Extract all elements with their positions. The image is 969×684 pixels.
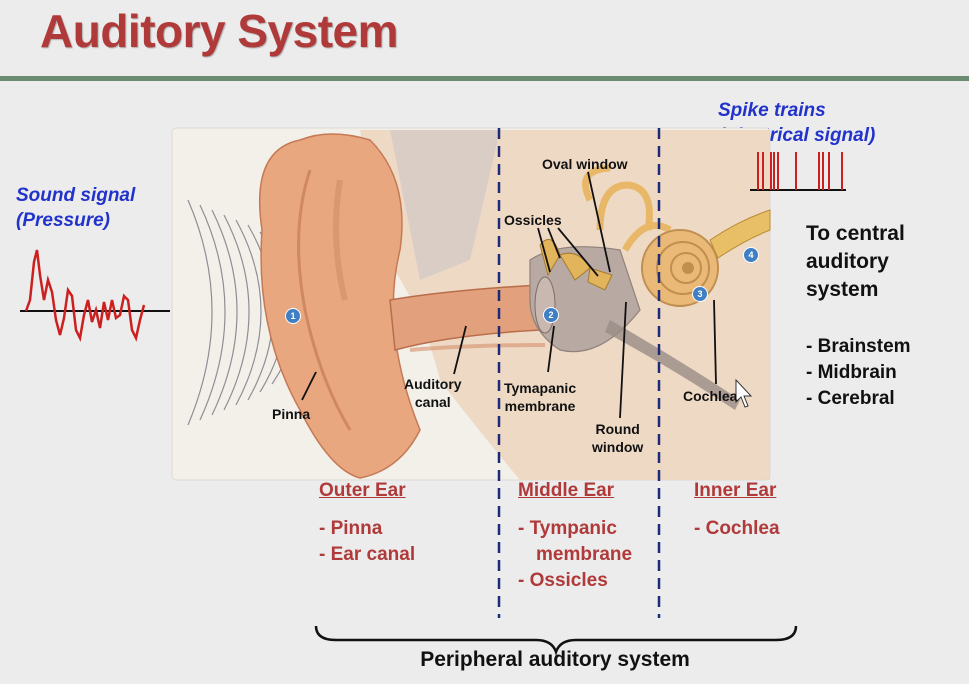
peripheral-bracket: [314, 625, 798, 656]
sound-signal-line2: (Pressure): [16, 210, 110, 231]
inner-ear-item-cochlea: - Cochlea: [694, 518, 780, 539]
label-round-window-line2: window: [592, 439, 644, 455]
peripheral-auditory-label: Peripheral auditory system: [420, 648, 690, 671]
section-outer-ear: Outer Ear - Pinna - Ear canal: [319, 480, 415, 568]
outer-ear-title: Outer Ear: [319, 480, 406, 501]
central-line-3: system: [806, 278, 879, 301]
spike-trains-line1: Spike trains: [718, 100, 826, 121]
middle-ear-item-tympanic: - Tympanic: [518, 518, 617, 539]
section-inner-ear: Inner Ear - Cochlea: [694, 480, 780, 542]
label-oval-window: Oval window: [542, 156, 628, 172]
label-tympanic-membrane: Tymapanic membrane: [504, 379, 576, 415]
badge-4: 4: [743, 247, 759, 263]
badge-1: 1: [285, 308, 301, 324]
section-middle-ear: Middle Ear - Tympanic membrane - Ossicle…: [518, 480, 632, 594]
outer-ear-item-canal: - Ear canal: [319, 544, 416, 565]
label-round-window-line1: Round: [595, 421, 640, 437]
outer-ear-item-pinna: - Pinna: [319, 518, 383, 539]
central-targets-list: - Brainstem - Midbrain - Cerebral: [806, 334, 911, 412]
label-tympanic-line2: membrane: [504, 398, 576, 414]
central-auditory-text: To central auditory system: [806, 220, 905, 304]
label-tympanic-line1: Tymapanic: [504, 380, 577, 396]
middle-ear-title: Middle Ear: [518, 480, 615, 501]
label-auditory-canal-line2: canal: [414, 394, 451, 410]
mouse-cursor: [735, 378, 753, 408]
sound-signal-label: Sound signal (Pressure): [16, 183, 135, 233]
sound-waveform: [24, 249, 146, 342]
central-line-1: To central: [806, 222, 905, 245]
pointer-lines: [301, 171, 717, 419]
central-line-2: auditory: [806, 250, 889, 273]
inner-ear-title: Inner Ear: [694, 480, 777, 501]
label-ossicles: Ossicles: [504, 212, 562, 228]
badge-3: 3: [692, 286, 708, 302]
target-cerebral: - Cerebral: [806, 388, 895, 409]
label-pinna: Pinna: [272, 406, 311, 422]
semicircular-canals: [582, 164, 672, 252]
middle-ear-item-membrane: membrane: [536, 544, 633, 565]
title-divider: [0, 76, 969, 81]
label-round-window: Round window: [592, 420, 643, 456]
target-brainstem: - Brainstem: [806, 336, 911, 357]
label-auditory-canal: Auditory canal: [404, 375, 462, 411]
target-midbrain: - Midbrain: [806, 362, 897, 383]
label-auditory-canal-line1: Auditory: [404, 376, 462, 392]
middle-ear-item-ossicles: - Ossicles: [518, 570, 608, 591]
spike-train: [750, 152, 846, 191]
label-cochlea: Cochlea: [683, 388, 738, 404]
badge-2: 2: [543, 307, 559, 323]
page-title: Auditory System: [40, 5, 399, 57]
sound-signal-line1: Sound signal: [16, 185, 136, 206]
